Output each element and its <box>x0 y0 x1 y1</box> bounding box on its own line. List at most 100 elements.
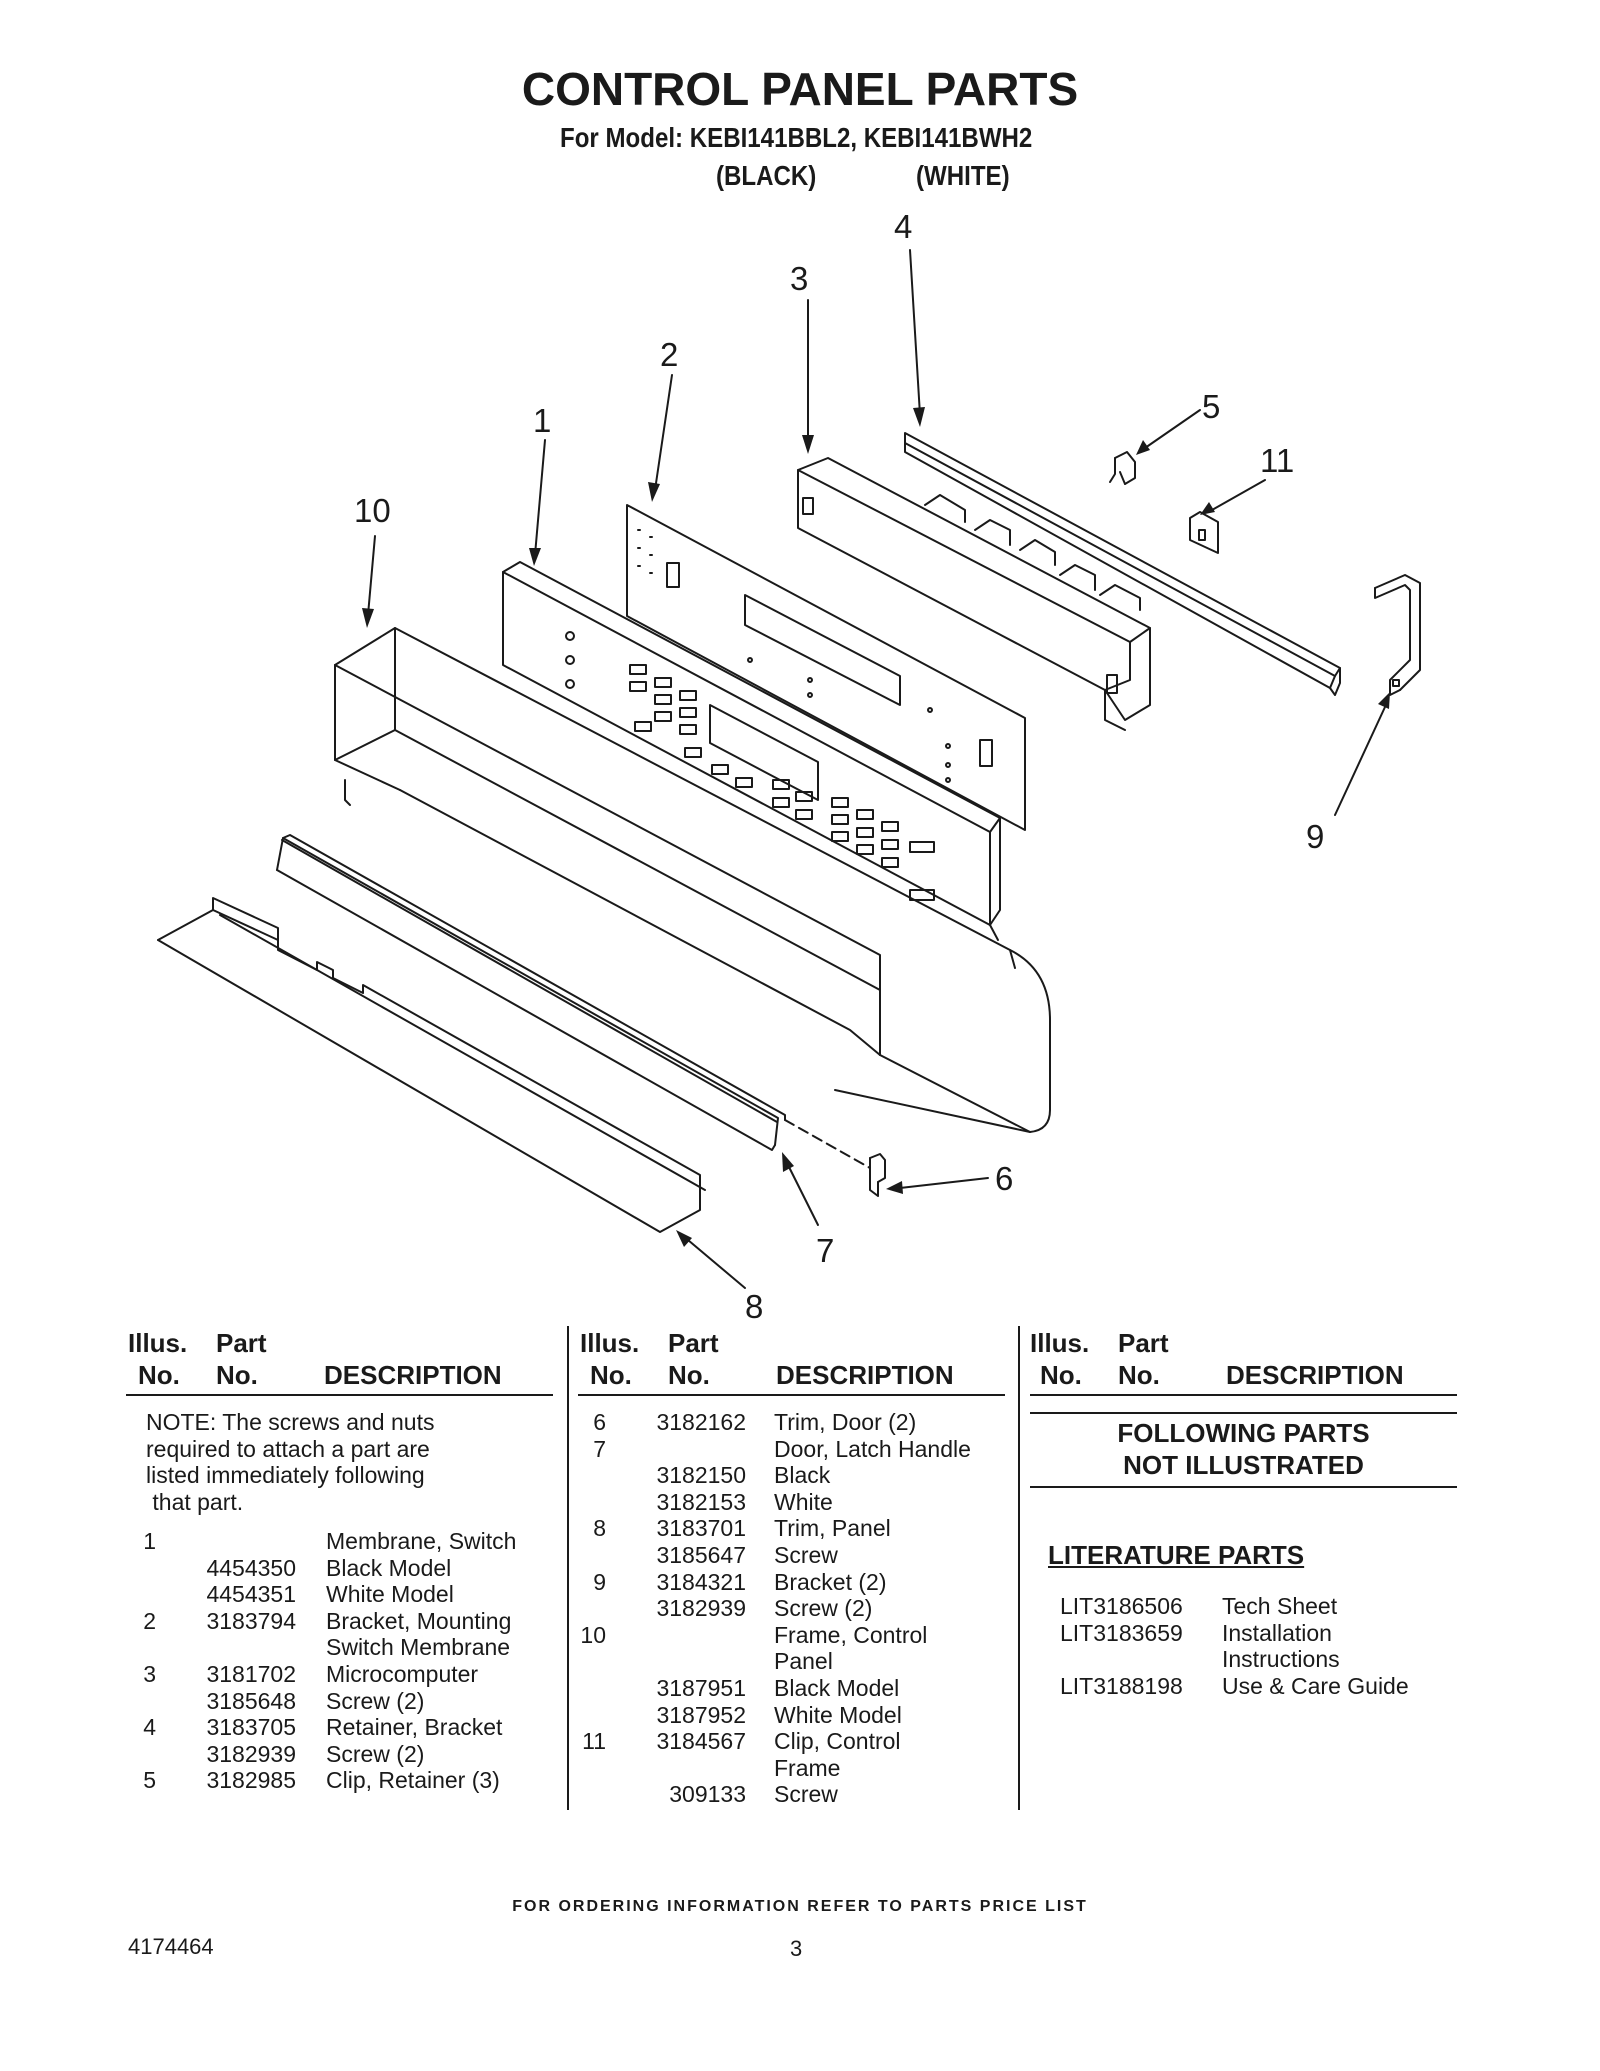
illus-number: 10 <box>580 1621 606 1648</box>
part-description: Frame <box>774 1754 841 1781</box>
column-divider-2 <box>1018 1326 1020 1810</box>
part-description: White <box>774 1488 833 1515</box>
part-description: Black Model <box>774 1674 900 1701</box>
part-number: 3183794 <box>206 1607 296 1634</box>
part-description: Black <box>774 1462 831 1489</box>
part-description: Clip, Retainer (3) <box>326 1767 500 1794</box>
illus-number: 8 <box>593 1515 606 1542</box>
part-8-trim <box>157 897 706 1233</box>
callout-2: 2 <box>660 336 678 373</box>
callout-7: 7 <box>816 1232 834 1269</box>
part-number: 3183701 <box>656 1515 746 1542</box>
part-7-handle <box>276 834 786 1151</box>
table-row: Switch Membrane <box>128 1634 558 1661</box>
part-number: 4454350 <box>206 1554 296 1581</box>
part-number: 3182939 <box>206 1740 296 1767</box>
part-3-microcomputer <box>797 457 1151 731</box>
illus-number: 9 <box>593 1568 606 1595</box>
part-6-door-trim <box>869 1153 886 1197</box>
part-number: 3182153 <box>656 1488 746 1515</box>
part-1-membrane <box>502 561 1001 941</box>
illus-number: 11 <box>582 1728 606 1755</box>
table-row: 4454351 White Model <box>128 1581 558 1608</box>
table-row: Panel <box>578 1648 1008 1675</box>
illus-number: 5 <box>143 1767 156 1794</box>
model-line: For Model: KEBI141BBL2, KEBI141BWH2 <box>560 122 1033 153</box>
part-number: 3185647 <box>656 1541 746 1568</box>
part-number: 4454351 <box>206 1581 296 1608</box>
leader-lines <box>362 249 1390 1289</box>
part-description: Instructions <box>1222 1646 1340 1673</box>
part-description: Switch Membrane <box>326 1634 511 1661</box>
part-number: 3185648 <box>206 1687 296 1714</box>
note-block: NOTE: The screws and nuts required to at… <box>146 1409 435 1515</box>
part-description: White Model <box>774 1701 902 1728</box>
table-row: 3187952 White Model <box>578 1702 1008 1729</box>
part-number: LIT3186506 <box>1060 1593 1183 1619</box>
callout-3: 3 <box>790 260 808 297</box>
illus-number: 7 <box>593 1435 606 1462</box>
not-illustrated-top-rule <box>1030 1412 1457 1414</box>
table-row: 3182153 White <box>578 1489 1008 1516</box>
ordering-info: FOR ORDERING INFORMATION REFER TO PARTS … <box>512 1898 1088 1915</box>
part-description: Trim, Door (2) <box>774 1409 917 1435</box>
part-description: White Model <box>326 1581 454 1608</box>
exploded-parts-diagram: 1 2 3 4 5 6 7 8 9 10 11 <box>157 208 1421 1325</box>
table-row: 3185648 Screw (2) <box>128 1688 558 1715</box>
page-number: 3 <box>790 1936 803 1961</box>
table-row: 8 3183701 Trim, Panel <box>578 1515 1008 1542</box>
table-row: Frame <box>578 1755 1008 1782</box>
not-illustrated-heading: FOLLOWING PARTS NOT ILLUSTRATED <box>1117 1418 1370 1480</box>
part-description: Frame, Control <box>774 1621 928 1648</box>
part-number: 3181702 <box>206 1660 296 1687</box>
part-number: 3183705 <box>206 1714 296 1741</box>
part-11-clip <box>1189 511 1219 554</box>
part-number: 3187951 <box>656 1674 746 1701</box>
part-number: 3182150 <box>656 1462 746 1489</box>
not-illustrated-bottom-rule <box>1030 1486 1457 1488</box>
table-row: 5 3182985 Clip, Retainer (3) <box>128 1767 558 1794</box>
part-description: Screw (2) <box>326 1687 425 1714</box>
part-description: Door, Latch Handle <box>774 1435 971 1462</box>
column-1-header: Illus. No. Part No. DESCRIPTION <box>128 1328 502 1390</box>
table-row: 7 Door, Latch Handle <box>578 1436 1008 1463</box>
part-description: Trim, Panel <box>774 1515 891 1542</box>
part-description: Panel <box>774 1648 833 1675</box>
dashed-assembly-line <box>784 1119 871 1169</box>
callout-8: 8 <box>745 1288 763 1325</box>
column-3-header: Illus. No. Part No. DESCRIPTION <box>1030 1328 1404 1390</box>
part-description: Screw <box>774 1781 838 1808</box>
table-row: 2 3183794 Bracket, Mounting <box>128 1608 558 1635</box>
header-rule-2 <box>578 1394 1005 1396</box>
table-row: 3182939 Screw (2) <box>128 1741 558 1768</box>
part-description: Screw (2) <box>326 1740 425 1767</box>
callout-4: 4 <box>894 208 912 245</box>
part-description: Microcomputer <box>326 1660 479 1687</box>
part-number: 3187952 <box>656 1701 746 1728</box>
callout-6: 6 <box>995 1160 1013 1197</box>
illus-number: 2 <box>143 1607 156 1634</box>
part-description: Screw (2) <box>774 1595 873 1622</box>
variant-white: (WHITE) <box>916 160 1010 191</box>
page-title: CONTROL PANEL PARTS <box>521 63 1079 115</box>
part-number: 3182985 <box>206 1767 296 1794</box>
part-description: Black Model <box>326 1554 452 1581</box>
part-description: Bracket, Mounting <box>326 1607 512 1634</box>
illus-number: 3 <box>143 1660 156 1687</box>
part-description: Installation <box>1222 1619 1332 1646</box>
part-9-bracket <box>1374 574 1421 696</box>
column-divider-1 <box>567 1326 569 1810</box>
